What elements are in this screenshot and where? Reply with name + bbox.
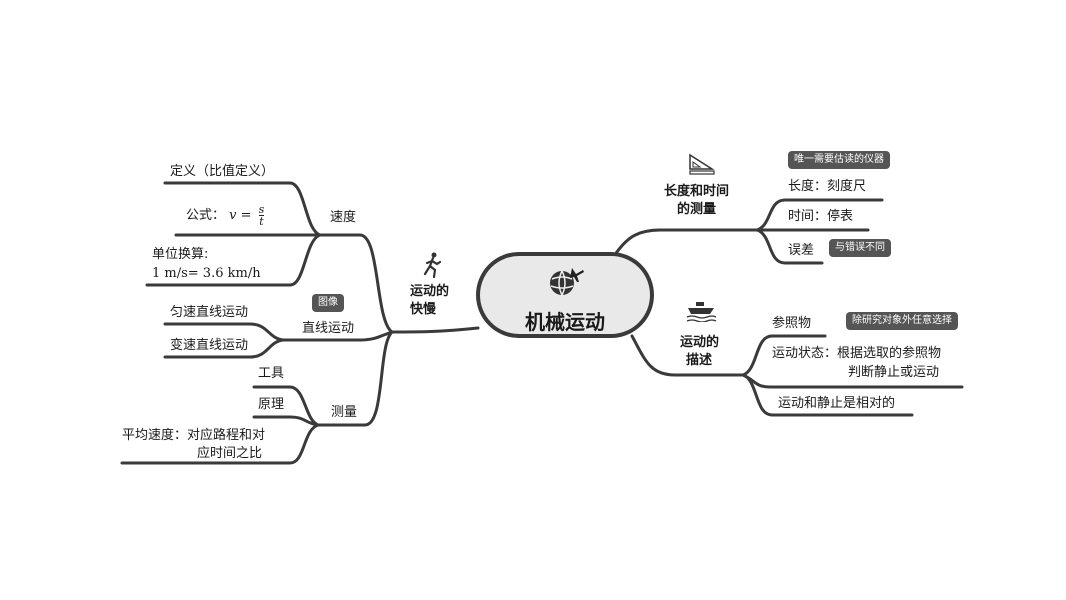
reference-tag: 除研究对象外任意选择 bbox=[846, 312, 958, 330]
central-topic[interactable]: 机械运动 bbox=[476, 252, 654, 338]
branch-left-main bbox=[390, 326, 480, 334]
branch-reference bbox=[741, 334, 827, 377]
motion-state-line2[interactable]: 判断静止或运动 bbox=[848, 365, 940, 380]
formula-denominator: t bbox=[259, 215, 264, 228]
branch-speed-unit bbox=[145, 233, 322, 287]
branch-right-bottom bbox=[630, 334, 745, 377]
average-speed-line1[interactable]: 平均速度：对应路程和对 bbox=[122, 428, 266, 443]
unit-conversion-line1[interactable]: 单位换算: bbox=[152, 247, 209, 262]
right-bottom-title-line2: 描述 bbox=[686, 353, 713, 368]
variable-linear-motion[interactable]: 变速直线运动 bbox=[170, 338, 249, 353]
linear-motion-label[interactable]: 直线运动 bbox=[302, 321, 355, 336]
branch-measure-tool bbox=[252, 385, 320, 427]
unit-conversion-line2[interactable]: 1 m/s= 3.6 km/h bbox=[152, 266, 261, 281]
error-label[interactable]: 误差 bbox=[788, 243, 815, 258]
branch-linear bbox=[281, 330, 394, 342]
right-top-title-line1: 长度和时间 bbox=[664, 184, 730, 199]
measure-principle[interactable]: 原理 bbox=[258, 397, 285, 412]
branch-error bbox=[755, 228, 824, 265]
time-stopwatch[interactable]: 时间：停表 bbox=[788, 209, 854, 224]
left-main-title-line2: 快慢 bbox=[410, 302, 437, 317]
uniform-linear-motion[interactable]: 匀速直线运动 bbox=[170, 305, 249, 320]
motion-relative[interactable]: 运动和静止是相对的 bbox=[778, 396, 896, 411]
branch-relative bbox=[741, 373, 914, 417]
branch-measure-avg bbox=[120, 423, 320, 465]
ruler-triangle-icon bbox=[689, 153, 715, 175]
central-title: 机械运动 bbox=[525, 310, 605, 334]
branch-speed-definition bbox=[163, 181, 322, 237]
left-main-title-line1: 运动的 bbox=[410, 284, 450, 299]
branch-right-top bbox=[612, 228, 759, 258]
motion-state-line1[interactable]: 运动状态：根据选取的参照物 bbox=[772, 346, 942, 361]
formula-label: 公式： bbox=[186, 208, 226, 223]
ship-icon bbox=[686, 302, 717, 322]
globe-airplane-icon bbox=[550, 268, 584, 296]
right-bottom-title-line1: 运动的 bbox=[680, 335, 720, 350]
branch-linear-variable bbox=[163, 338, 285, 359]
length-ruler[interactable]: 长度：刻度尺 bbox=[788, 179, 867, 194]
measure-tool[interactable]: 工具 bbox=[258, 366, 285, 381]
length-tag: 唯一需要估读的仪器 bbox=[788, 151, 890, 169]
speed-formula[interactable]: 公式： v = s t bbox=[186, 203, 265, 228]
formula-fraction: s t bbox=[258, 203, 265, 228]
branch-measure bbox=[316, 330, 394, 427]
branch-measure-principle bbox=[252, 415, 320, 427]
reference-object[interactable]: 参照物 bbox=[772, 316, 812, 331]
formula-numerator: s bbox=[258, 203, 265, 216]
branch-linear-uniform bbox=[163, 322, 285, 342]
right-top-title-line2: 的测量 bbox=[677, 202, 717, 217]
speed-label[interactable]: 速度 bbox=[330, 210, 357, 225]
runner-icon bbox=[423, 252, 442, 278]
branch-speed bbox=[318, 233, 394, 334]
measure-label[interactable]: 测量 bbox=[331, 405, 358, 420]
speed-definition[interactable]: 定义（比值定义） bbox=[170, 164, 275, 179]
error-tag: 与错误不同 bbox=[829, 239, 891, 257]
linear-tag-image: 图像 bbox=[312, 294, 344, 312]
branch-length bbox=[755, 198, 884, 232]
formula-lhs: v = bbox=[229, 208, 252, 223]
average-speed-line2[interactable]: 应时间之比 bbox=[197, 446, 263, 461]
